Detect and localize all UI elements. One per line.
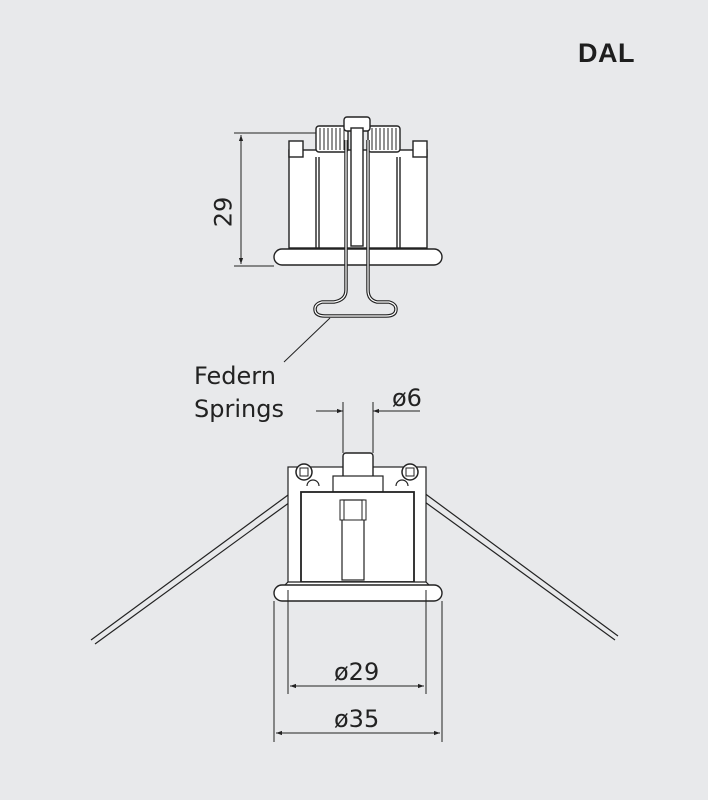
springs-leader-line — [283, 317, 331, 363]
outer-diameter-label: ø35 — [334, 705, 380, 733]
inner-diameter-label: ø29 — [334, 658, 380, 686]
height-dimension-label: 29 — [209, 196, 238, 228]
dimension-lines — [276, 408, 440, 736]
pin-diameter-label: ø6 — [392, 384, 422, 412]
springs-label-de: Federn — [194, 362, 276, 390]
top-fixture-view — [273, 116, 443, 318]
springs-label-en: Springs — [194, 395, 284, 423]
spread-springs — [90, 483, 619, 645]
product-title: DAL — [578, 38, 635, 68]
bottom-fixture-view — [273, 452, 443, 602]
height-dimension — [234, 132, 316, 267]
